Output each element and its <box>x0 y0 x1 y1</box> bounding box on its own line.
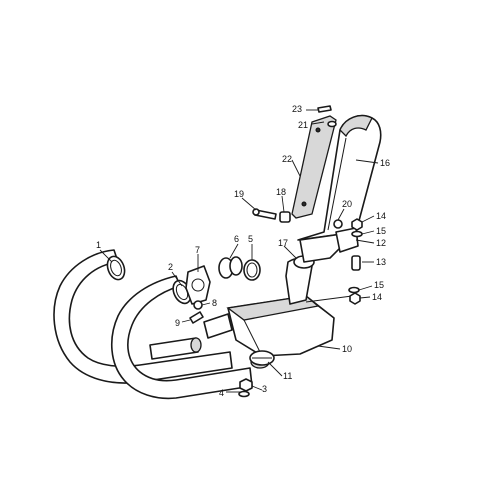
callout-15-lower: 15 <box>374 280 384 290</box>
nut-14-upper[interactable] <box>351 218 363 231</box>
callout-2: 2 <box>168 262 173 272</box>
gasket-5[interactable] <box>243 259 261 281</box>
heat-shield-22[interactable] <box>291 115 337 219</box>
callout-10: 10 <box>342 344 352 354</box>
bolt-19[interactable] <box>252 208 277 220</box>
callout-5: 5 <box>248 234 253 244</box>
callout-22: 22 <box>282 154 292 164</box>
screw-23[interactable] <box>317 105 332 113</box>
nut-3[interactable] <box>239 378 253 392</box>
washer-4[interactable] <box>238 390 250 398</box>
callout-16: 16 <box>380 158 390 168</box>
callout-12: 12 <box>376 238 386 248</box>
link-pipe-17[interactable] <box>285 255 353 305</box>
callout-6: 6 <box>234 234 239 244</box>
callout-11: 11 <box>283 371 292 381</box>
callout-18: 18 <box>276 187 286 197</box>
washer-15-lower[interactable] <box>348 286 360 294</box>
nut-8[interactable] <box>193 300 203 310</box>
header-pipe-2[interactable] <box>110 275 253 400</box>
exhaust-flange-7[interactable] <box>185 265 211 305</box>
rubber-mount-13[interactable] <box>351 255 361 271</box>
callout-labels: 1 2 3 4 5 6 7 8 9 10 11 12 13 14 14 15 1… <box>96 104 390 398</box>
callout-9: 9 <box>175 318 180 328</box>
washer-21[interactable] <box>327 120 337 128</box>
callout-14-upper: 14 <box>376 211 386 221</box>
callout-1: 1 <box>96 240 101 250</box>
callout-23: 23 <box>292 104 302 114</box>
callout-17: 17 <box>278 238 288 248</box>
spacer-18[interactable] <box>279 211 291 223</box>
clamp-11[interactable] <box>249 350 275 366</box>
callout-21: 21 <box>298 120 308 130</box>
callout-13: 13 <box>376 257 386 267</box>
washer-15-upper[interactable] <box>351 230 363 238</box>
leader-lines <box>99 109 379 393</box>
nut-14-lower[interactable] <box>349 292 361 305</box>
stud-9[interactable] <box>189 311 204 324</box>
split-rings-6[interactable] <box>218 256 243 279</box>
callout-8: 8 <box>212 298 217 308</box>
callout-20: 20 <box>342 199 352 209</box>
nut-20[interactable] <box>333 219 343 229</box>
callout-15-upper: 15 <box>376 226 386 236</box>
callout-14-lower: 14 <box>372 292 382 302</box>
callout-7: 7 <box>195 245 200 255</box>
callout-4: 4 <box>219 388 224 398</box>
callout-19: 19 <box>234 189 244 199</box>
callout-3: 3 <box>262 384 267 394</box>
